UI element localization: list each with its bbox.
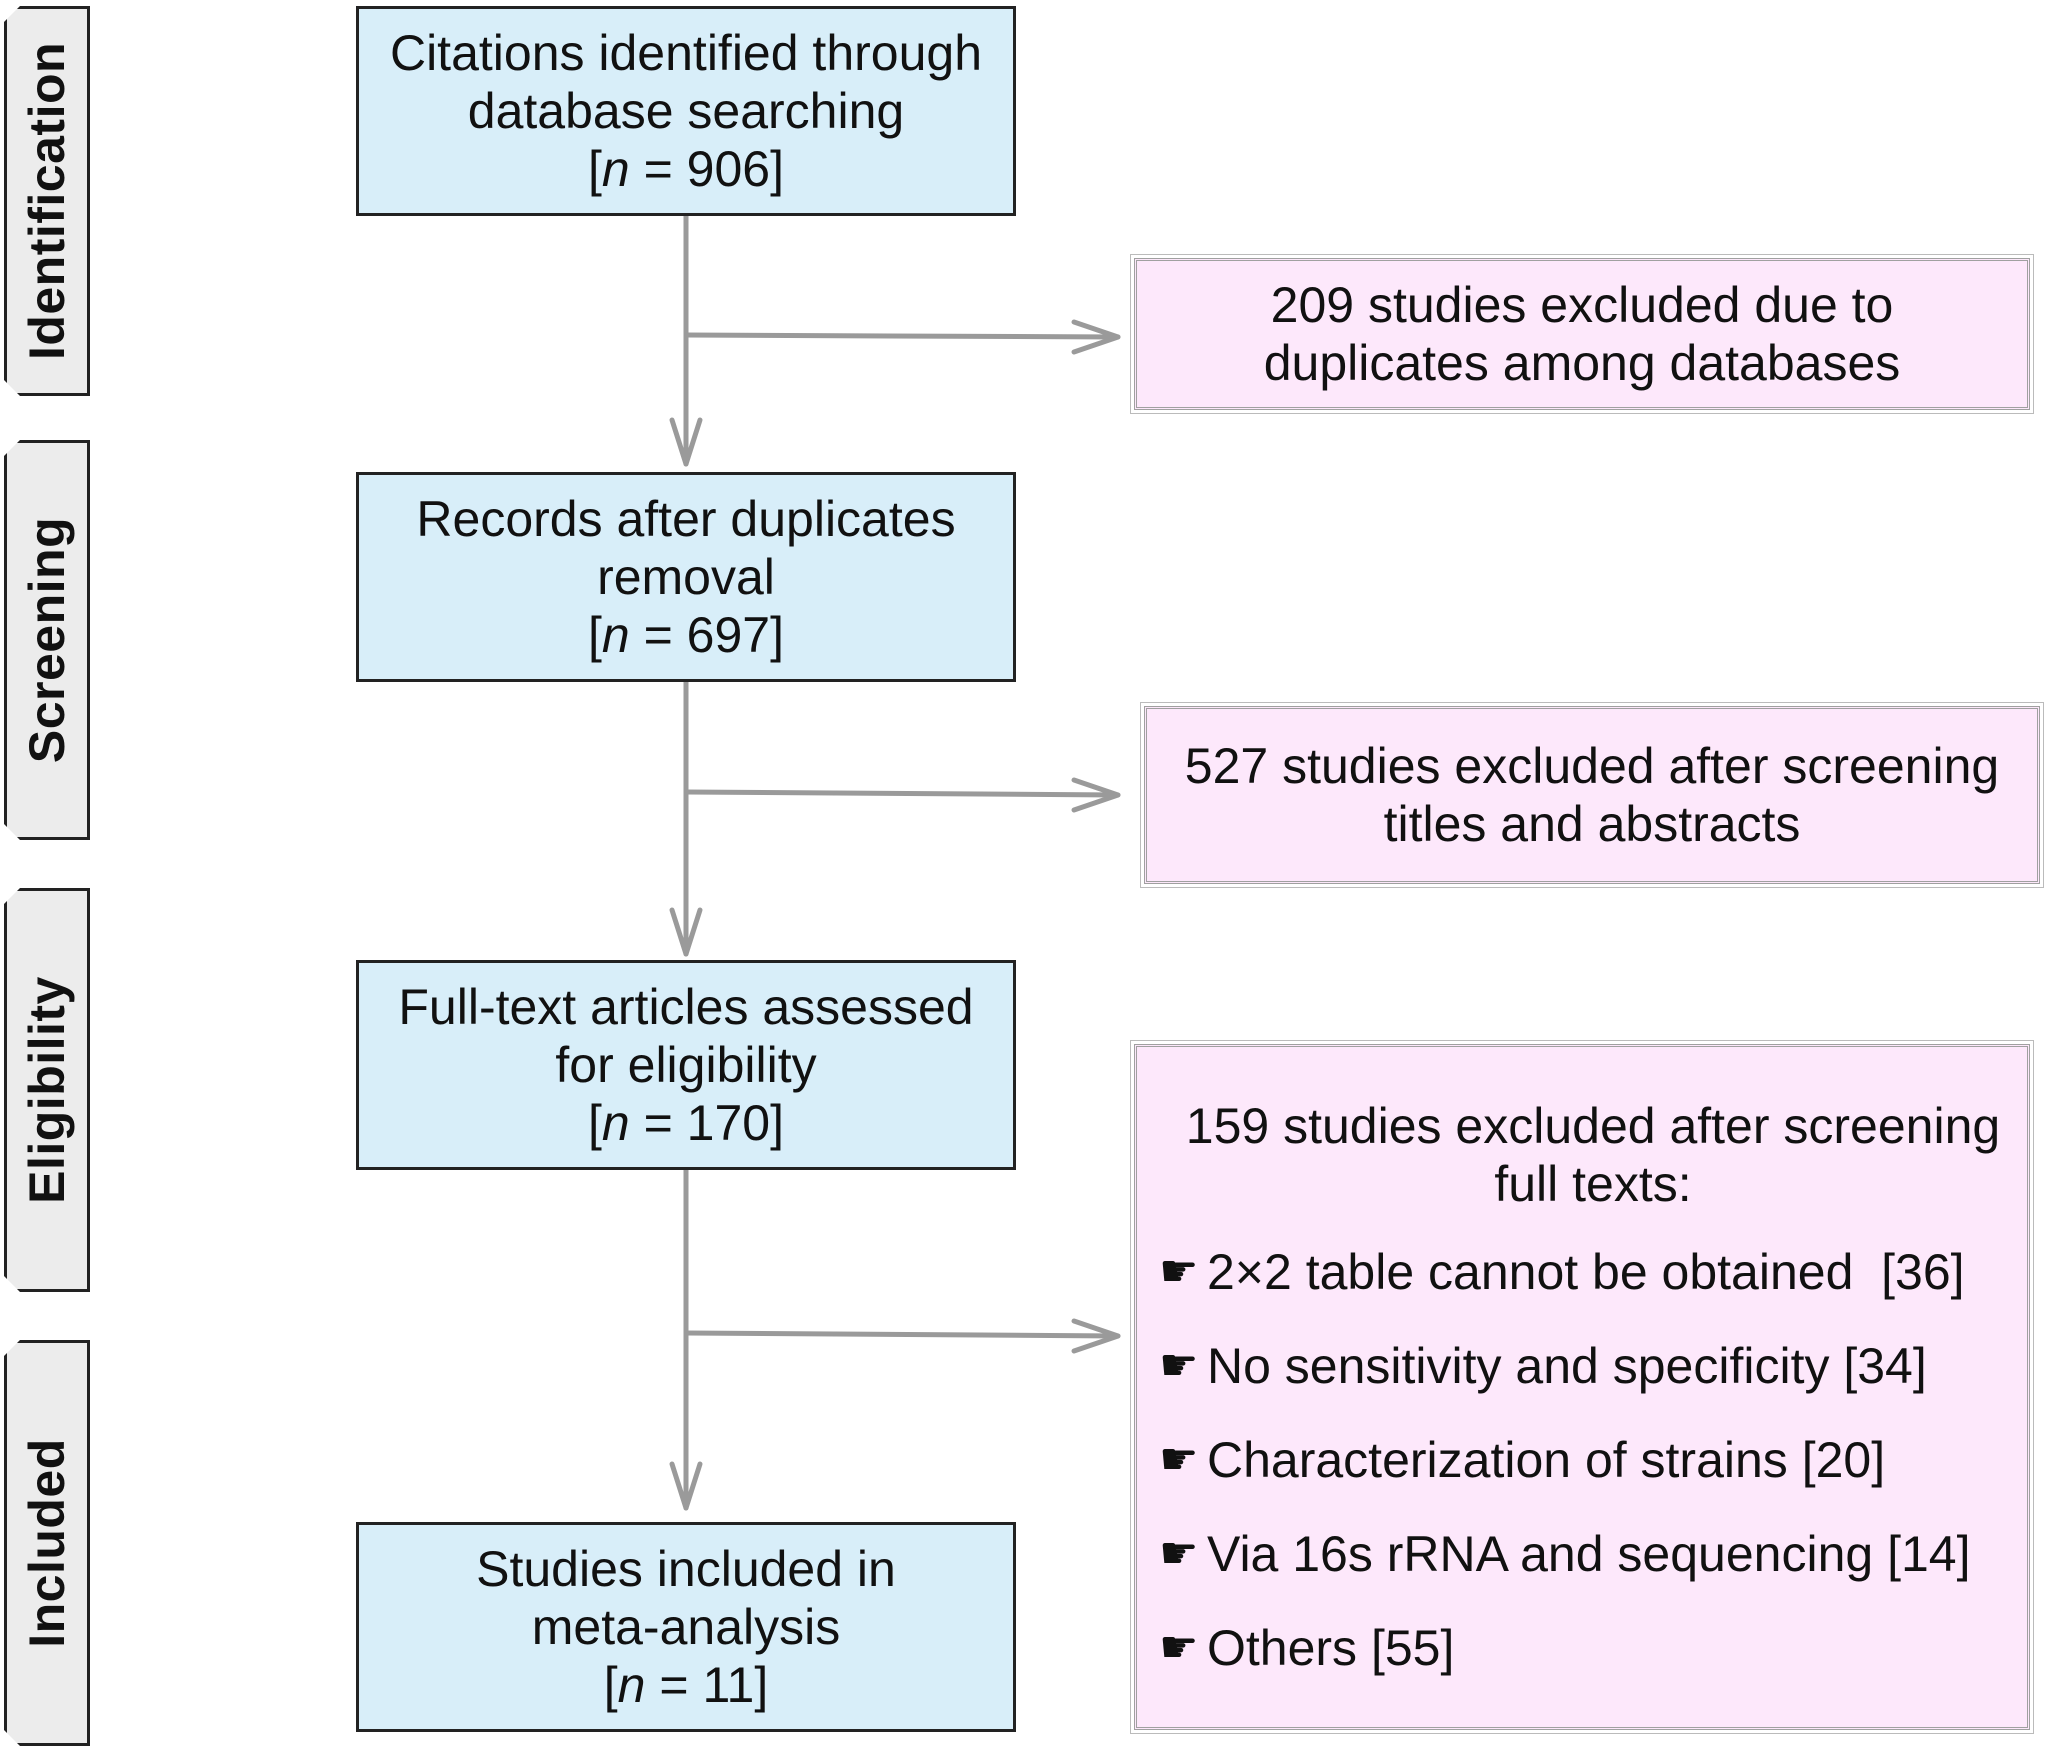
box-line: titles and abstracts — [1383, 796, 1801, 852]
count-value: = 906] — [629, 141, 784, 197]
pointing-hand-icon: ☛ — [1159, 1623, 1199, 1672]
reason-text: No sensitivity and specificity [34] — [1207, 1338, 1927, 1394]
stage-label: Included — [19, 1438, 76, 1648]
arrowhead-right-3 — [1071, 1318, 1121, 1354]
reason-text: Others [55] — [1207, 1620, 1455, 1676]
stage-label: Eligibility — [19, 976, 75, 1204]
arrowhead-right-2 — [1071, 777, 1121, 813]
stage-tab-screening: Screening — [4, 440, 90, 840]
arrowhead-down-2 — [669, 907, 703, 957]
box-line: for eligibility — [555, 1037, 817, 1093]
box-count: [n = 170] — [588, 1094, 784, 1152]
count-prefix: [ — [603, 1657, 618, 1713]
stage-tab-eligibility: Eligibility — [4, 888, 90, 1292]
box-line: 527 studies excluded after screening — [1184, 738, 2000, 794]
box-line: duplicates among databases — [1263, 335, 1901, 391]
count-prefix: [ — [587, 607, 602, 663]
list-item: ☛No sensitivity and specificity [34] — [1159, 1337, 1970, 1395]
box-full-text-assessed: Full-text articles assessed for eligibil… — [356, 960, 1016, 1170]
box-studies-included: Studies included in meta-analysis [n = 1… — [356, 1522, 1016, 1732]
box-line: 209 studies excluded due to — [1270, 277, 1894, 333]
reason-text: Via 16s rRNA and sequencing [14] — [1207, 1526, 1971, 1582]
box-count: [n = 11] — [604, 1656, 769, 1714]
count-prefix: [ — [587, 1095, 602, 1151]
box-line: database searching — [467, 83, 905, 139]
arrowhead-down-1 — [669, 417, 703, 467]
n-symbol: n — [601, 141, 630, 197]
arrowhead-down-3 — [669, 1461, 703, 1511]
box-line: 159 studies excluded after screening — [1185, 1098, 2001, 1154]
reason-text: Characterization of strains [20] — [1207, 1432, 1886, 1488]
n-symbol: n — [601, 607, 630, 663]
box-screening-excluded: 527 studies excluded after screening tit… — [1140, 702, 2044, 888]
n-symbol: n — [617, 1657, 646, 1713]
box-line: full texts: — [1494, 1156, 1692, 1212]
stage-tab-included: Included — [4, 1340, 90, 1746]
box-line: removal — [597, 549, 775, 605]
n-symbol: n — [601, 1095, 630, 1151]
count-value: = 11] — [645, 1657, 769, 1713]
exclusion-reasons-list: ☛2×2 table cannot be obtained [36] ☛No s… — [1159, 1213, 1970, 1677]
box-line: Full-text articles assessed — [398, 979, 974, 1035]
box-line: meta-analysis — [531, 1599, 841, 1655]
pointing-hand-icon: ☛ — [1159, 1247, 1199, 1296]
arrow-to-duplicates-excluded — [683, 332, 1121, 340]
count-prefix: [ — [587, 141, 602, 197]
stage-tab-identification: Identification — [4, 6, 90, 396]
count-value: = 697] — [629, 607, 784, 663]
pointing-hand-icon: ☛ — [1159, 1341, 1199, 1390]
list-item: ☛2×2 table cannot be obtained [36] — [1159, 1243, 1970, 1301]
stage-label: Identification — [19, 41, 76, 361]
arrow-to-screening-excluded — [683, 789, 1121, 798]
list-item: ☛Others [55] — [1159, 1619, 1970, 1677]
box-fulltext-excluded: 159 studies excluded after screening ful… — [1130, 1040, 2034, 1734]
box-citations-identified: Citations identified through database se… — [356, 6, 1016, 216]
stage-label: Screening — [19, 516, 75, 764]
pointing-hand-icon: ☛ — [1159, 1435, 1199, 1484]
reason-text: 2×2 table cannot be obtained [36] — [1207, 1244, 1965, 1300]
box-records-after-duplicates: Records after duplicates removal [n = 69… — [356, 472, 1016, 682]
arrow-to-fulltext-excluded — [683, 1330, 1121, 1339]
box-line: Records after duplicates — [416, 491, 956, 547]
list-item: ☛Via 16s rRNA and sequencing [14] — [1159, 1525, 1970, 1583]
box-duplicates-excluded: 209 studies excluded due to duplicates a… — [1130, 254, 2034, 414]
arrowhead-right-1 — [1071, 319, 1121, 355]
box-line: Studies included in — [476, 1541, 896, 1597]
list-item: ☛Characterization of strains [20] — [1159, 1431, 1970, 1489]
box-count: [n = 697] — [588, 606, 784, 664]
count-value: = 170] — [629, 1095, 784, 1151]
box-line: Citations identified through — [389, 25, 983, 81]
pointing-hand-icon: ☛ — [1159, 1529, 1199, 1578]
box-count: [n = 906] — [588, 140, 784, 198]
